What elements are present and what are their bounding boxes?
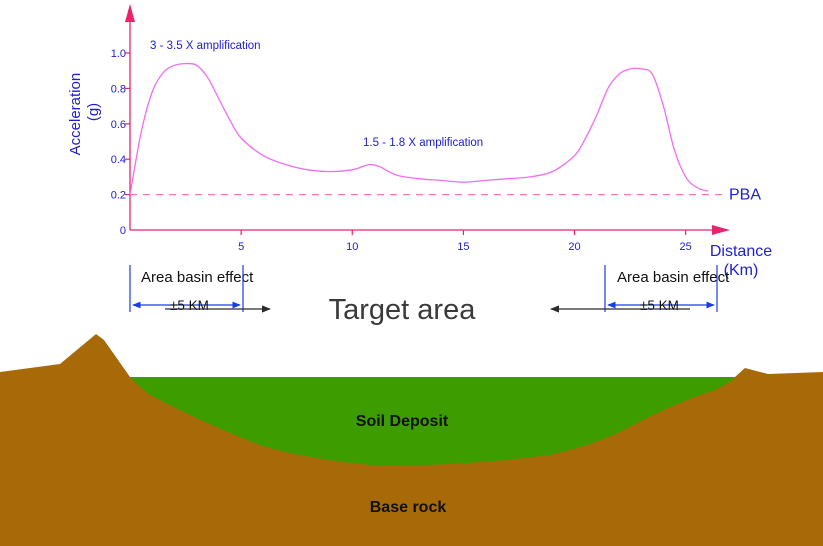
x-axis-title-line1: Distance: [710, 243, 772, 260]
x-tick-label: 10: [346, 241, 358, 253]
acceleration-chart: 5 10 15 20 25 0 0.2 0.4 0.6 0.8 1.0 PBA 3 - 3.5 X …: [67, 4, 772, 279]
y-tick-label: 1.0: [111, 48, 126, 60]
x-tick-label: 15: [457, 241, 469, 253]
y-tick-label: 0.6: [111, 119, 126, 131]
x-tick-label: 5: [238, 241, 244, 253]
x-tick-label: 20: [568, 241, 580, 253]
x-tick-label: 25: [680, 241, 692, 253]
soil-deposit-label: Soil Deposit: [356, 413, 449, 430]
y-axis-title: Acceleration (g): [67, 69, 102, 156]
right-basin-label: Area basin effect: [617, 269, 730, 286]
y-tick-label: 0: [120, 225, 126, 237]
y-axis-arrowhead: [125, 4, 135, 22]
y-axis-title-line1: Acceleration: [67, 73, 84, 156]
x-axis-arrowhead: [712, 225, 730, 235]
acceleration-curve: [129, 62, 709, 195]
y-tick-label: 0.2: [111, 190, 126, 202]
x-axis-title-line2: (Km): [724, 262, 759, 279]
middle-amplification-annotation: 1.5 - 1.8 X amplification: [363, 137, 483, 149]
right-basin-region: Area basin effect ±5 KM: [550, 265, 730, 313]
target-area-label: Target area: [329, 294, 477, 326]
geology-section: Soil Deposit Base rock: [0, 334, 823, 546]
y-tick-label: 0.8: [111, 83, 126, 95]
pba-label: PBA: [729, 187, 761, 204]
soil-deposit-layer: [130, 377, 736, 466]
left-range-label: ±5 KM: [170, 298, 209, 313]
base-rock-label: Base rock: [370, 499, 447, 516]
left-basin-region: Area basin effect ±5 KM: [129, 265, 271, 313]
y-axis-title-line2: (g): [85, 103, 102, 121]
peak-amplification-annotation: 3 - 3.5 X amplification: [150, 40, 261, 52]
right-range-label: ±5 KM: [640, 298, 679, 313]
y-tick-label: 0.4: [111, 154, 126, 166]
left-basin-label: Area basin effect: [141, 269, 254, 286]
